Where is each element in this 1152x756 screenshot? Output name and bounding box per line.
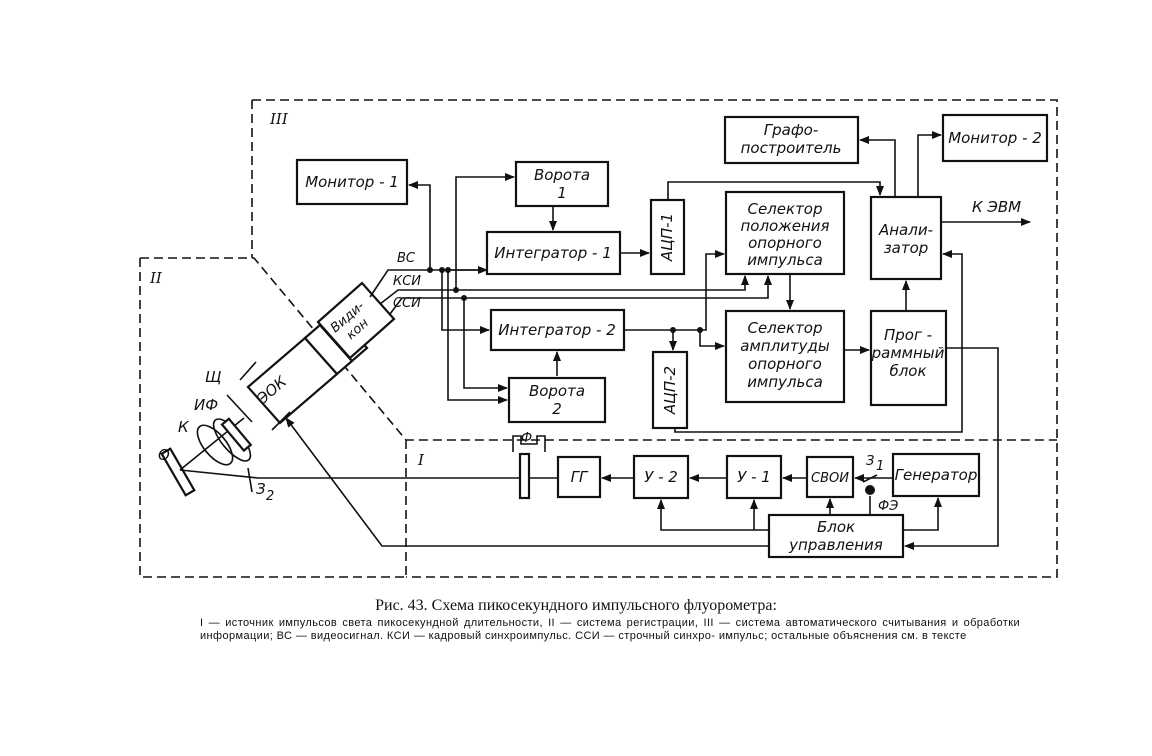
connections-region-III [369,131,1031,433]
block-monitor-1: Монитор - 1 [295,158,409,206]
svg-text:У - 1: У - 1 [737,468,771,486]
svg-text:Генератор: Генератор [895,466,978,484]
block-plotter: Графо- построитель [723,115,860,165]
svg-text:положения: положения [740,217,829,235]
svg-text:Блок: Блок [817,518,855,536]
block-gate-2: Ворота 2 [507,376,607,424]
figure-caption-title: Рис. 43. Схема пикосекундного импульсног… [375,597,777,614]
svg-text:Интегратор - 2: Интегратор - 2 [498,321,616,339]
label-z2: З [256,480,266,498]
svg-text:импульса: импульса [747,251,823,269]
svg-text:АЦП-1: АЦП-1 [658,213,676,262]
svg-text:Селектор: Селектор [747,200,822,218]
svg-text:построитель: построитель [741,139,842,157]
svg-text:Ворота: Ворота [534,166,590,184]
to-computer-label: К ЭВМ [972,198,1021,216]
block-adc-1: АЦП-1 [649,198,686,276]
svg-text:Монитор - 1: Монитор - 1 [305,173,399,191]
block-u2: У - 2 [632,454,690,500]
svg-text:СВОИ: СВОИ [811,471,849,486]
block-analyzer: Анали- затор [869,195,943,281]
svg-text:импульса: импульса [747,373,823,391]
block-integrator-2: Интегратор - 2 [489,308,626,352]
svg-text:опорного: опорного [748,355,822,373]
block-control-unit: Блок управления [767,513,905,559]
fluorometer-block-diagram: III II I Монитор - 1 Ворота 1 Интегратор… [139,99,1058,578]
figure-caption-body: I — источник импульсов света пикосекундн… [200,617,1020,642]
svg-text:АЦП-2: АЦП-2 [661,366,679,415]
svg-text:У - 2: У - 2 [644,468,678,486]
label-fe: ФЭ [878,499,898,514]
svg-text:2: 2 [266,489,274,504]
block-selector-amplitude: Селектор амплитуды опорного импульса [724,309,846,404]
svg-text:опорного: опорного [748,234,822,252]
svg-text:Прог -: Прог - [884,326,932,344]
label-if: ИФ [194,396,218,414]
block-generator: Генератор [891,452,981,498]
label-z1: З [866,454,874,469]
label-k: К [178,418,190,436]
svg-text:1: 1 [557,184,567,202]
svg-text:Интегратор - 1: Интегратор - 1 [494,244,612,262]
region-label-I: I [417,451,425,469]
svg-text:2: 2 [552,400,562,418]
svg-text:Графо-: Графо- [764,121,819,139]
block-adc-2: АЦП-2 [651,350,689,430]
label-shch: Щ [205,368,221,386]
svg-text:блок: блок [889,362,926,380]
svg-text:ГГ: ГГ [571,468,589,486]
svg-text:Селектор: Селектор [747,319,822,337]
block-program-unit: Прог - раммный блок [869,309,948,407]
signal-vs: ВС [397,251,416,266]
optics: О К ИФ Щ З 2 [158,368,274,504]
svg-text:затор: затор [884,239,929,257]
eok-vidicon-assembly: ЭОК Види- кон [239,281,396,431]
svg-text:Монитор - 2: Монитор - 2 [948,129,1042,147]
label-o: О [158,446,170,464]
svg-text:Ворота: Ворота [529,382,585,400]
svg-text:1: 1 [876,459,884,474]
svg-text:раммный: раммный [871,344,945,362]
block-svoi: СВОИ [805,455,855,499]
connections-region-I-blocks: З 1 ФЭ [285,347,999,550]
block-u1: У - 1 [725,454,783,500]
label-f: Ф [521,431,532,446]
block-integrator-1: Интегратор - 1 [485,230,622,276]
svg-text:амплитуды: амплитуды [740,337,830,355]
svg-text:управления: управления [788,536,883,554]
signal-ksi: КСИ [393,274,421,289]
connections-region-I: Ф [258,431,558,500]
block-gg: ГГ [556,455,602,499]
block-selector-position: Селектор положения опорного импульса [724,190,846,276]
region-label-III: III [269,110,289,128]
svg-text:Анали-: Анали- [878,221,933,239]
region-label-II: II [149,269,163,287]
block-monitor-2: Монитор - 2 [941,113,1049,163]
block-gate-1: Ворота 1 [514,160,610,208]
